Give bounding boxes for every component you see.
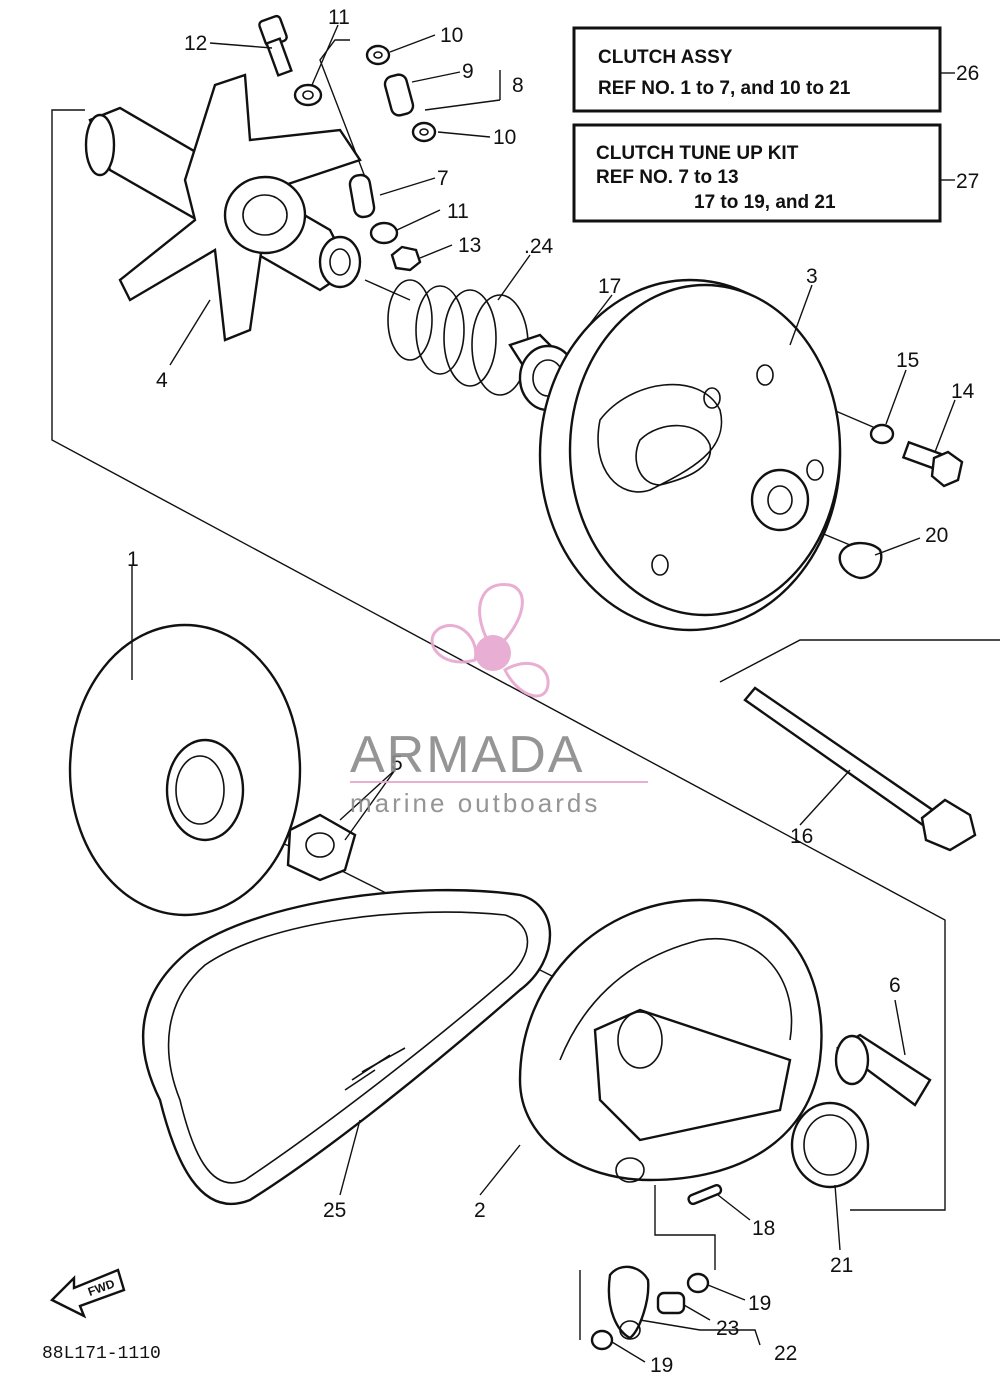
callout-21: 21: [830, 1254, 853, 1277]
part-19-washer-bottom: [590, 1329, 614, 1351]
part-23-roller: [656, 1291, 686, 1315]
tune-up-kit-ref-line1: REF NO. 7 to 13: [596, 167, 739, 188]
part-1-sheave: [68, 623, 302, 917]
fwd-arrow-icon: FWD: [49, 1268, 126, 1319]
callout-8: 8: [512, 74, 524, 97]
callout-7: 7: [437, 167, 449, 190]
callout-27: 27: [956, 170, 979, 193]
part-6-sleeve: [834, 1033, 932, 1107]
callout-11-bottom: 11: [447, 200, 469, 223]
part-14-bolt: [901, 440, 964, 488]
watermark-tagline: marine outboards: [350, 788, 600, 818]
clutch-assy-ref: REF NO. 1 to 7, and 10 to 21: [598, 78, 851, 99]
callout-22: 22: [774, 1342, 797, 1365]
washer-hole: [302, 90, 314, 100]
part-11-washer-bottom: [369, 221, 399, 245]
part-4-hub: [84, 73, 362, 342]
callout-26: 26: [956, 62, 979, 85]
part-3-cover: [538, 278, 842, 632]
tune-up-kit-ref-line2: 17 to 19, and 21: [694, 192, 836, 213]
part-7-pin: [348, 173, 376, 219]
callout-6: 6: [889, 974, 901, 997]
part-16-long-bolt: [743, 686, 977, 852]
callout-23: 23: [716, 1317, 739, 1340]
callout-11-top: 11: [328, 6, 350, 29]
callout-4: 4: [156, 369, 168, 392]
callout-10-top: 10: [440, 24, 463, 47]
callout-14: 14: [951, 380, 975, 403]
part-21-ring: [790, 1101, 870, 1189]
callout-16: 16: [790, 825, 813, 848]
clutch-assy-title: CLUTCH ASSY: [598, 47, 733, 68]
callout-3: 3: [806, 265, 818, 288]
callout-20: 20: [925, 524, 948, 547]
callout-10-bottom: 10: [493, 126, 516, 149]
part-12-bolt: [258, 14, 293, 77]
part-24-spring: [387, 279, 529, 396]
part-9-10-pin-assembly: [365, 44, 437, 143]
part-2-housing: [518, 898, 823, 1183]
callout-24: .24: [524, 235, 554, 258]
part-5-slider: [286, 813, 357, 882]
callout-15: 15: [896, 349, 919, 372]
watermark-brand: ARMADA: [350, 726, 584, 784]
clutch-assy-box: CLUTCH ASSY REF NO. 1 to 7, and 10 to 21: [572, 26, 942, 113]
callout-13: 13: [458, 234, 481, 257]
part-15-washer: [869, 423, 895, 445]
part-18-pin: [687, 1184, 723, 1206]
drawing-code: 88L171-1110: [42, 1344, 161, 1364]
propeller-logo-icon: [430, 582, 550, 698]
armada-watermark: ARMADA marine outboards: [350, 582, 648, 818]
part-13-nut: [390, 245, 422, 272]
part-22-arm: [607, 1265, 650, 1340]
callout-18: 18: [752, 1217, 775, 1240]
part-19-washer-top: [686, 1272, 710, 1294]
part-20-washer: [838, 541, 883, 580]
callout-5: 5: [391, 752, 403, 775]
callout-2: 2: [474, 1199, 486, 1222]
callout-19-top: 19: [748, 1292, 771, 1315]
tune-up-kit-box: CLUTCH TUNE UP KIT REF NO. 7 to 13 17 to…: [572, 123, 942, 223]
callout-19-bottom: 19: [650, 1354, 673, 1377]
callout-1: 1: [127, 548, 139, 571]
part-11-washer-top: [293, 83, 323, 107]
callouts: 12 11 10 9 8 10 7 11 13 .24 17 3 4 15 14…: [127, 6, 975, 1377]
callout-12: 12: [184, 32, 207, 55]
callout-9: 9: [462, 60, 474, 83]
tune-up-kit-title: CLUTCH TUNE UP KIT: [596, 143, 799, 164]
callout-17: 17: [598, 275, 621, 298]
callout-25: 25: [323, 1199, 346, 1222]
part-25-belt: [141, 888, 552, 1206]
